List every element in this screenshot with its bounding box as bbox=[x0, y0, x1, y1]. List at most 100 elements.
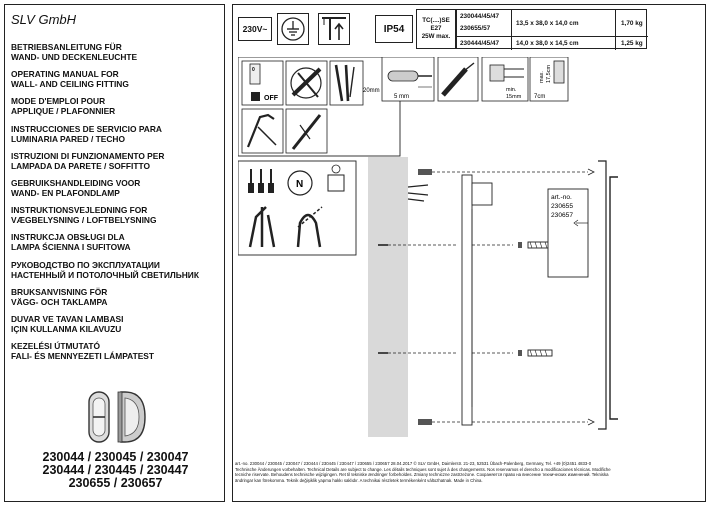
title-line: WAND- UND DECKENLEUCHTE bbox=[11, 52, 138, 62]
title-line: WALL- AND CEILING FITTING bbox=[11, 79, 129, 90]
wire-strip-icon: 20mm bbox=[329, 60, 380, 106]
title-line: РУКОВОДСТВО ПО ЭКСПЛУАТАЦИИ bbox=[11, 259, 160, 270]
ip-rating: IP54 bbox=[383, 23, 405, 35]
dimension-table: 230044/45/47 230655/57 230444/45/47 13,5… bbox=[456, 9, 648, 50]
title-line: BRUKSANVISNING FÖR bbox=[11, 286, 108, 297]
title-line: KEZELÉSI ÚTMUTATÓ bbox=[11, 341, 101, 352]
svg-text:0: 0 bbox=[252, 67, 255, 73]
cover-profile bbox=[598, 160, 618, 430]
ip-rating-box: IP54 bbox=[375, 15, 413, 43]
max-label: max. bbox=[539, 71, 545, 83]
installation-diagrams: 0 OFF 20mm bbox=[238, 57, 618, 437]
table-cell-art: 230044/45/47 bbox=[460, 13, 500, 20]
article-line: 230444 / 230445 / 230447 bbox=[42, 463, 189, 477]
svg-text:N: N bbox=[296, 179, 303, 190]
wire-prep-steps: 5 mm min. 15mm max. 17,5cm 7cm bbox=[381, 57, 569, 102]
strip-length-short: 5 mm bbox=[394, 94, 409, 100]
article-line: 230044 / 230045 / 230047 bbox=[42, 450, 189, 464]
instruction-panel: 230V~ IP54 TC(....)SE E27 25W max. 23004… bbox=[232, 4, 706, 502]
mounting-diagram bbox=[368, 157, 618, 437]
title-line: WAND- EN PLAFONDLAMP bbox=[11, 187, 120, 198]
title-line: DUVAR VE TAVAN LAMBASI bbox=[11, 313, 124, 324]
title-line: BETRIEBSANLEITUNG FÜR bbox=[11, 42, 122, 52]
title-line: INSTRUCCIONES DE SERVICIO PARA bbox=[11, 123, 162, 134]
title-line: IÇIN KULLANMA KILAVUZU bbox=[11, 323, 122, 334]
protection-class-icon bbox=[277, 13, 309, 45]
mounting-base bbox=[461, 174, 493, 426]
neutral-symbol-icon: N bbox=[287, 170, 313, 196]
wall-plug-bottom bbox=[418, 418, 595, 426]
title-line: LAMPA ŚCIENNA I SUFITOWA bbox=[11, 242, 131, 253]
lamp-type: TC(....)SE bbox=[422, 17, 450, 24]
lamp-wattage: 25W max. bbox=[421, 33, 451, 40]
footer-line: tecniche riservate. Behoudens technische… bbox=[235, 472, 609, 478]
title-line: OPERATING MANUAL FOR bbox=[11, 69, 119, 80]
cable-strip-icon: 5 mm bbox=[381, 57, 435, 102]
article-line: 230655 / 230657 bbox=[68, 476, 163, 490]
off-label: OFF bbox=[264, 95, 279, 102]
table-cell-size: 13,5 x 38,0 x 14,0 cm bbox=[516, 20, 579, 27]
title-line: INSTRUKCJA OBSŁUGI DLA bbox=[11, 232, 125, 243]
spec-header: 230V~ IP54 TC(....)SE E27 25W max. 23004… bbox=[238, 9, 648, 50]
earth-terminal-icon bbox=[327, 164, 345, 192]
step-safety-box: 0 OFF 20mm bbox=[238, 57, 401, 157]
title-line: FALI- ÉS MENNYEZETI LÁMPATEST bbox=[11, 351, 154, 362]
footer-line: ändringar kan förekomma. Teknik değişikl… bbox=[235, 478, 483, 484]
title-line: APPLIQUE / PLAFONNIER bbox=[11, 106, 116, 117]
callout-number: 230655 bbox=[551, 203, 573, 210]
lamp-side-icon bbox=[117, 391, 146, 443]
article-numbers: 230044 / 230045 / 230047 230444 / 230445… bbox=[5, 451, 226, 490]
fuse-probe-icon bbox=[248, 169, 274, 193]
title-line: MODE D'EMPLOI POUR bbox=[11, 96, 106, 107]
callout-number: 230657 bbox=[551, 212, 573, 219]
title-line: INSTRUKTIONSVEJLEDNING FOR bbox=[11, 205, 148, 216]
table-cell-weight: 1,25 kg bbox=[621, 40, 643, 47]
table-cell-size: 14,0 x 38,0 x 14,5 cm bbox=[516, 40, 579, 47]
footer-line: Technische Änderungen vorbehalten. Techn… bbox=[235, 466, 611, 472]
title-line: LUMINARIA PARED / TECHO bbox=[11, 133, 125, 144]
title-line: VÆGBELYSNING / LOFTBELYSNING bbox=[11, 215, 157, 226]
legal-footer: art.-no. 230044 / 230045 / 230047 / 2304… bbox=[235, 461, 703, 484]
power-cable bbox=[407, 184, 429, 202]
min-label: min. bbox=[506, 87, 517, 93]
table-cell-weight: 1,70 kg bbox=[621, 20, 643, 27]
product-lamps-illustration bbox=[88, 391, 146, 443]
table-cell-art: 230444/45/47 bbox=[460, 40, 500, 47]
strip-length-long: 20mm bbox=[363, 88, 380, 94]
title-line: LAMPADA DA PARETE / SOFFITTO bbox=[11, 160, 150, 171]
distance-value: 7cm bbox=[534, 94, 545, 100]
no-tool-icon bbox=[285, 60, 328, 106]
switch-off-icon: 0 OFF bbox=[241, 60, 284, 106]
voltage-box: 230V~ bbox=[238, 17, 272, 41]
title-line: НАСТЕННЫЙ И ПОТОЛОЧНЫЙ СВЕТИЛЬНИК bbox=[11, 269, 199, 280]
ferrule-icon bbox=[437, 57, 479, 102]
mounting-symbol-icon bbox=[318, 13, 350, 45]
step-connection-box: N bbox=[238, 160, 357, 256]
tool-cut-icon bbox=[241, 108, 284, 154]
cable-length-icon: max. 17,5cm 7cm bbox=[529, 57, 569, 102]
wall-plug-top bbox=[418, 168, 595, 176]
lamp-socket: E27 bbox=[430, 25, 442, 32]
lamp-front-icon bbox=[88, 391, 110, 443]
title-line: ISTRUZIONI DI FUNZIONAMENTO PER bbox=[11, 150, 165, 161]
brand-name: SLV GmbH bbox=[11, 12, 77, 27]
article-callout: art.-no. 230655 230657 bbox=[547, 188, 589, 278]
footer-line: art.-no. 230044 / 230045 / 230047 / 2304… bbox=[235, 461, 592, 466]
terminal-block-icon: min. 15mm bbox=[481, 57, 529, 102]
min-value: 15mm bbox=[506, 94, 522, 100]
max-value: 17,5cm bbox=[546, 65, 552, 83]
title-line: VÄGG- OCH TAKLAMPA bbox=[11, 296, 108, 307]
voltage-label: 230V~ bbox=[242, 24, 268, 34]
title-line: GEBRUIKSHANDLEIDING VOOR bbox=[11, 177, 141, 188]
